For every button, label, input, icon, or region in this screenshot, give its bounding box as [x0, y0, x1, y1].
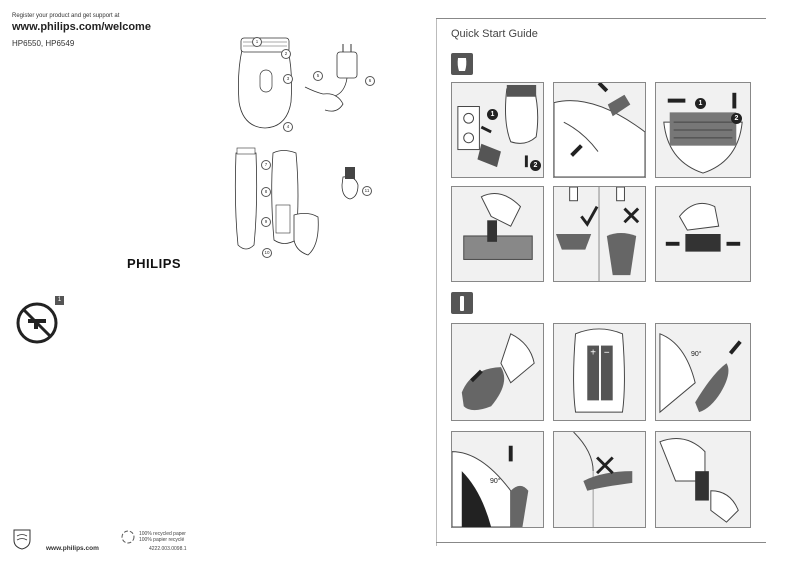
step-panel-epilate-leg	[553, 82, 646, 178]
callout-2: 2	[281, 49, 291, 59]
step-badge-2: 2	[530, 160, 541, 171]
step-panel-clean-brush	[655, 431, 751, 528]
model-numbers: HP6550, HP6549	[12, 39, 75, 48]
callout-9: 9	[261, 217, 271, 227]
callout-1: 1	[252, 37, 262, 47]
top-rule	[436, 18, 766, 19]
philips-brand: PHILIPS	[127, 256, 182, 271]
angle-label-1: 90°	[691, 351, 702, 358]
step-panel-open-battery	[451, 323, 544, 421]
register-text: Register your product and get support at	[12, 13, 120, 19]
philips-shield-icon	[13, 529, 31, 550]
guide-title: Quick Start Guide	[451, 28, 538, 40]
svg-text:−: −	[604, 347, 610, 358]
step-panel-shave-underarm	[451, 431, 544, 528]
recycle-icon	[121, 530, 135, 544]
no-water-warning-icon	[16, 302, 58, 344]
callout-7: 7	[261, 160, 271, 170]
callout-5: 5	[313, 71, 323, 81]
step-badge-4: 2	[731, 113, 742, 124]
step-badge-1: 1	[487, 109, 498, 120]
step-panel-plug-in	[451, 82, 544, 178]
step-panel-no-rinse	[553, 431, 646, 528]
step-badge-3: 1	[695, 98, 706, 109]
recycle-line1: 100% recycled paper	[139, 531, 186, 537]
welcome-url[interactable]: www.philips.com/welcome	[12, 21, 151, 33]
shaver-section-icon	[451, 292, 473, 314]
step-panel-remove-cap	[655, 82, 751, 178]
callout-8: 8	[261, 187, 271, 197]
epilator-overview-illustration	[238, 37, 358, 129]
step-panel-brush-clean	[451, 186, 544, 282]
step-panel-insert-battery: + −	[553, 323, 646, 421]
warning-badge: 1	[55, 296, 64, 305]
callout-6: 6	[365, 76, 375, 86]
bottom-rule	[436, 542, 766, 543]
angle-label-2: 90°	[490, 478, 501, 485]
recycle-line2: 100% papier recyclé	[139, 537, 185, 543]
page-divider	[436, 18, 437, 546]
document-number: 4222.003.0098.1	[149, 546, 187, 552]
svg-text:+: +	[590, 347, 596, 358]
epilator-section-icon	[451, 53, 473, 75]
step-panel-rinse	[553, 186, 646, 282]
footer-url[interactable]: www.philips.com	[46, 545, 99, 552]
callout-10: 10	[262, 248, 272, 258]
shaver-overview-illustration	[234, 147, 359, 256]
callout-4: 4	[283, 122, 293, 132]
step-panel-shave-angle	[655, 323, 751, 421]
callout-11: 11	[362, 186, 372, 196]
callout-3: 3	[283, 74, 293, 84]
step-panel-shake	[655, 186, 751, 282]
